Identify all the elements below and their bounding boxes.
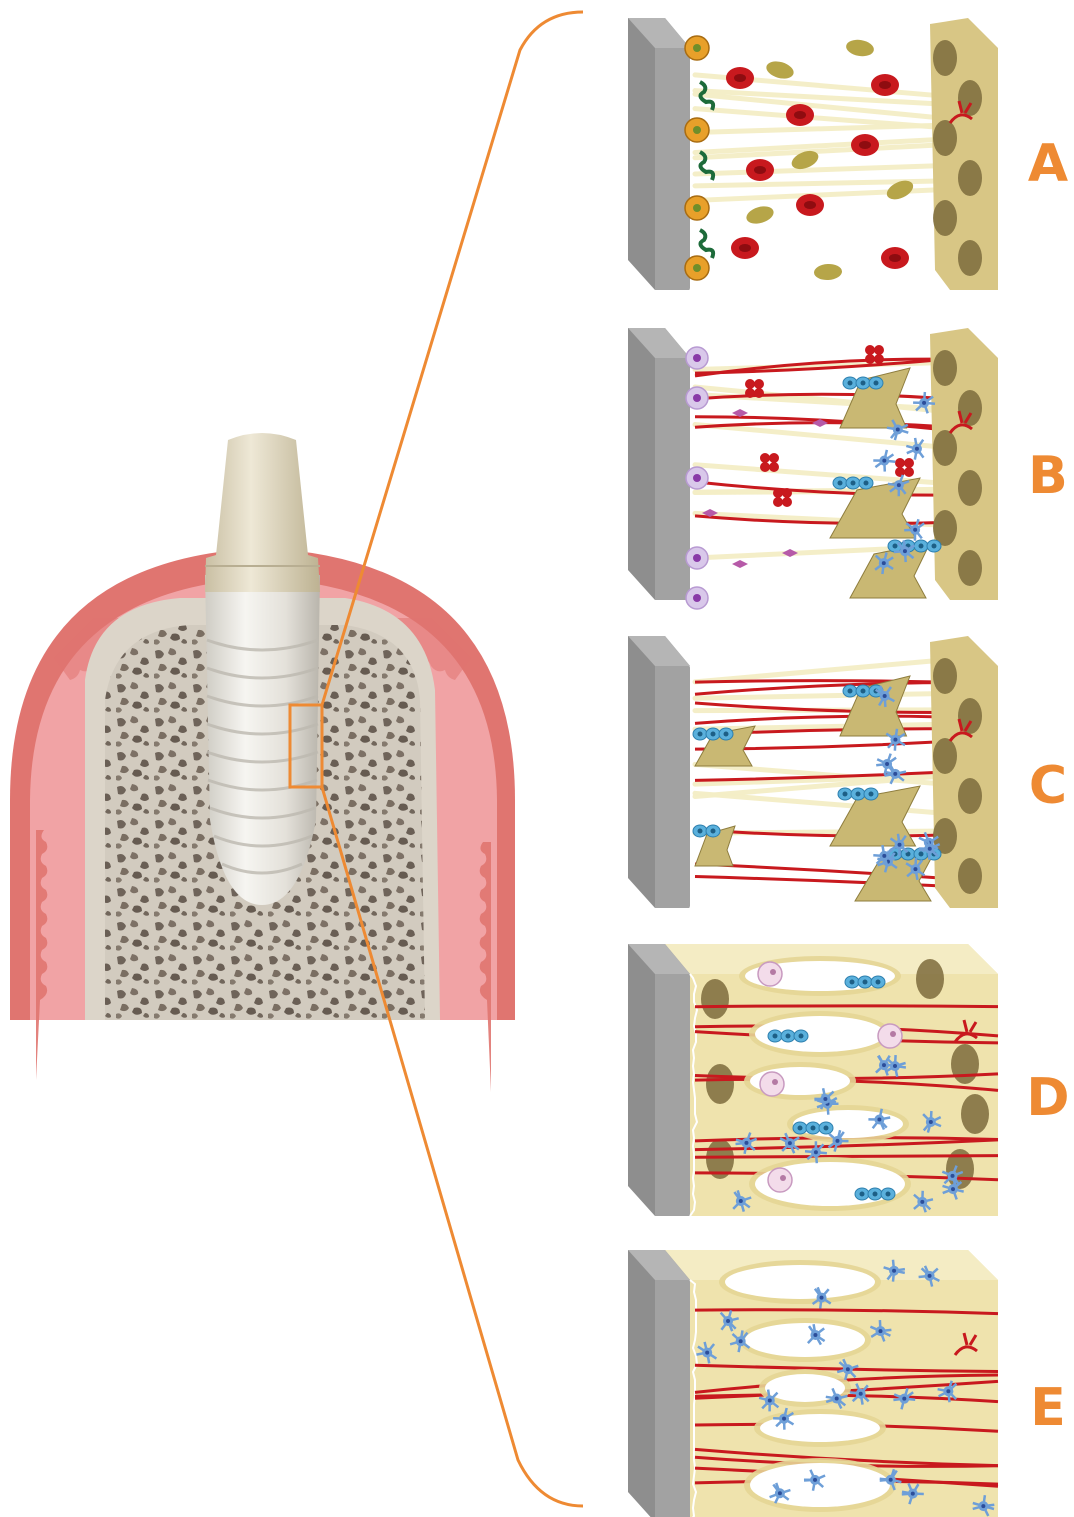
panel-e-remodeled-bone: [628, 1250, 998, 1517]
fibrin-strand: [695, 693, 945, 698]
panel-c-woven-bone: [628, 636, 998, 908]
red-blood-cell: [904, 467, 914, 477]
marrow-space: [958, 550, 982, 586]
marrow-space: [933, 738, 957, 774]
red-blood-cell: [773, 488, 783, 498]
red-blood-cell: [782, 497, 792, 507]
red-blood-cell: [874, 345, 884, 355]
fibrin-strand: [695, 109, 945, 128]
marrow-space: [958, 778, 982, 814]
red-blood-cell: [760, 453, 770, 463]
fibrin-strand: [695, 425, 945, 448]
marrow-space: [951, 1044, 979, 1084]
fibroblast: [764, 59, 795, 82]
osteoclast: [768, 1168, 792, 1192]
stage-label-e: E: [1018, 1382, 1074, 1434]
panel-b-granulation-tissue: [628, 328, 998, 609]
red-blood-cell: [769, 462, 779, 472]
red-blood-cell: [904, 458, 914, 468]
red-blood-cell: [895, 458, 905, 468]
panel-d-lamellar-bone: [628, 944, 998, 1216]
marrow-space: [933, 430, 957, 466]
implant-cross-section: [10, 12, 583, 1506]
red-blood-cell: [782, 488, 792, 498]
stage-label-d: D: [1018, 1072, 1074, 1124]
marrow-space: [933, 350, 957, 386]
dental-implant: [205, 433, 320, 905]
macrophage: [732, 560, 748, 568]
red-blood-cell: [874, 354, 884, 364]
marrow-space: [933, 658, 957, 694]
stage-label-c: C: [1018, 760, 1074, 812]
marrow-space: [958, 858, 982, 894]
osteoclast: [878, 1024, 902, 1048]
osteoclast: [758, 962, 782, 986]
marrow-space: [701, 979, 729, 1019]
osteoclast: [760, 1072, 784, 1096]
resorption-cavity: [745, 1323, 865, 1357]
protein-adsorption: [700, 230, 713, 258]
panel-a-blood-clot: [628, 18, 998, 290]
abutment: [205, 433, 320, 592]
red-blood-cell: [760, 462, 770, 472]
fibroblast: [744, 203, 775, 226]
fibroblast: [845, 38, 875, 58]
red-blood-cell: [773, 497, 783, 507]
red-blood-cell: [745, 388, 755, 398]
fibroblast: [814, 263, 843, 280]
marrow-space: [958, 240, 982, 276]
marrow-space: [958, 470, 982, 506]
marrow-space: [933, 40, 957, 76]
red-blood-cell: [754, 388, 764, 398]
stage-label-a: A: [1018, 138, 1074, 190]
fibrin-strand: [695, 165, 945, 173]
marrow-space: [933, 120, 957, 156]
resorption-cavity: [725, 1265, 875, 1299]
stage-label-b: B: [1018, 450, 1074, 502]
marrow-space: [916, 959, 944, 999]
red-blood-cell: [769, 453, 779, 463]
blood-vessel: [695, 1156, 998, 1158]
marrow-space: [961, 1094, 989, 1134]
blood-vessel: [695, 1006, 998, 1007]
red-blood-cell: [865, 354, 875, 364]
red-blood-cell: [745, 379, 755, 389]
marrow-space: [706, 1064, 734, 1104]
red-blood-cell: [754, 379, 764, 389]
marrow-space: [933, 200, 957, 236]
healing-stage-panels: [628, 18, 998, 1517]
red-blood-cell: [865, 345, 875, 355]
marrow-space: [958, 160, 982, 196]
